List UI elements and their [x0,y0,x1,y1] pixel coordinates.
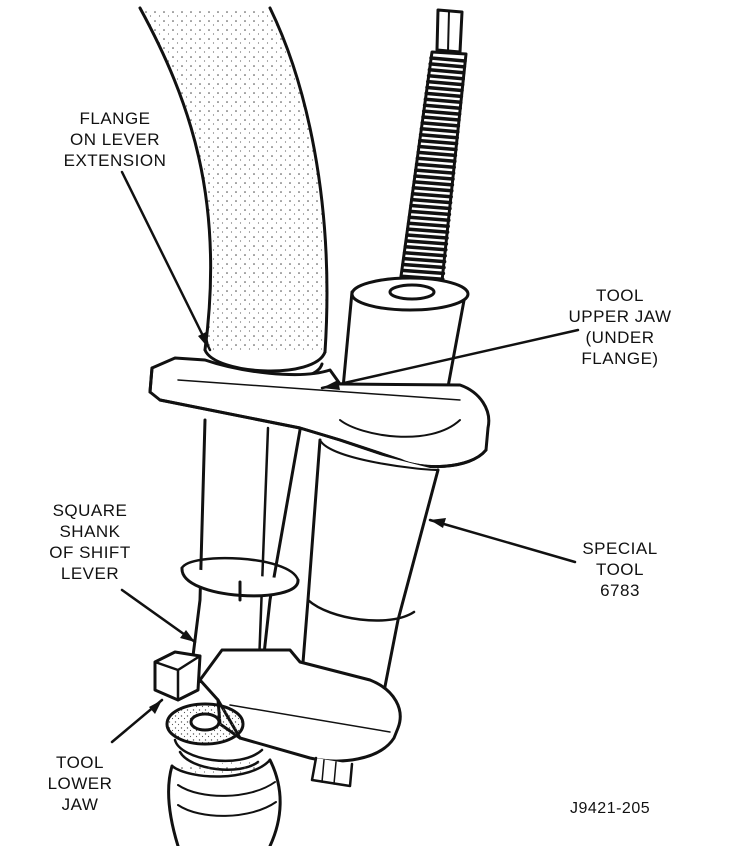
lever-extension [138,6,329,382]
callout-flange-on-lever-extension: FLANGE ON LEVER EXTENSION [60,108,170,171]
callout-line: UPPER JAW [568,307,672,326]
callout-line: FLANGE) [581,349,659,368]
shift-lever-shank [180,418,302,692]
callout-line: OF SHIFT [49,543,131,562]
shift-boot-assembly [165,702,282,846]
callout-line: FLANGE [79,109,151,128]
leader-special-tool [428,518,577,564]
callout-line: TOOL [56,753,104,772]
leader-square-shank [120,588,197,644]
callout-line: LEVER [60,564,120,583]
callout-line: ON LEVER [70,130,160,149]
callout-line: SHANK [59,522,121,541]
tool-lower-jaw-plate [153,648,402,788]
leader-lines [110,170,580,744]
callout-special-tool: SPECIAL TOOL 6783 [570,538,670,601]
forcing-screw [396,8,468,302]
callout-line: 6783 [600,581,640,600]
callout-line: SQUARE [52,501,128,520]
callout-line: SPECIAL [582,539,658,558]
callout-line: JAW [61,795,99,814]
callout-line: TOOL [596,286,644,305]
callout-line: TOOL [596,560,644,579]
figure-id: J9421-205 [570,800,651,817]
callout-tool-lower-jaw: TOOL LOWER JAW [40,752,120,815]
lever-flange [203,348,327,373]
leader-flange [120,170,212,352]
callout-square-shank: SQUARE SHANK OF SHIFT LEVER [40,500,140,584]
leader-upper-jaw [320,328,580,390]
callout-line: (UNDER [585,328,655,347]
callout-line: EXTENSION [63,151,167,170]
callout-tool-upper-jaw: TOOL UPPER JAW (UNDER FLANGE) [560,285,680,369]
callout-line: LOWER [47,774,113,793]
